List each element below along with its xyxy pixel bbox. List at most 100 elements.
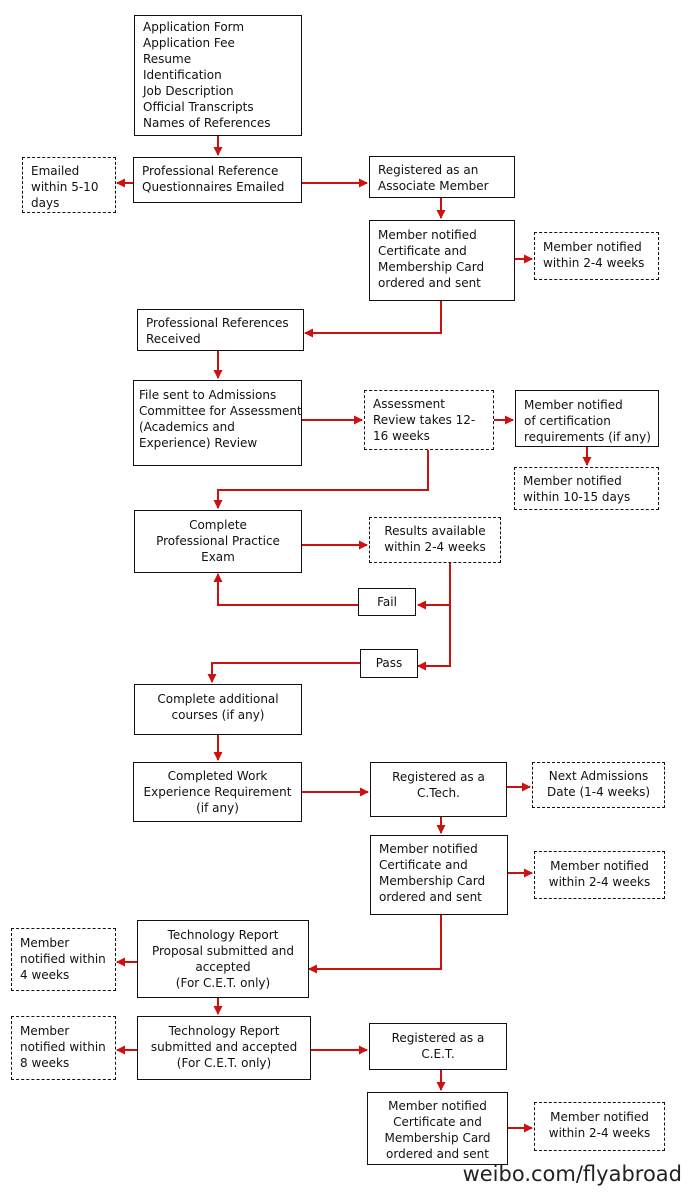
box-line: within 5-10 <box>31 180 99 194</box>
box-line: Technology Report <box>167 928 279 942</box>
box-line: accepted <box>195 960 251 974</box>
box-line: ordered and sent <box>378 276 481 290</box>
box-line: ordered and sent <box>386 1147 489 1161</box>
member-notified-certificate-box-1: Member notified Certificate and Membersh… <box>369 220 515 301</box>
box-line: Exam <box>201 550 235 564</box>
professional-references-received-box: Professional References Received <box>137 309 304 351</box>
box-line: Questionnaires Emailed <box>142 180 285 194</box>
box-line: Member notified <box>388 1099 487 1113</box>
box-line: Job Description <box>143 84 234 98</box>
box-line: Certificate and <box>378 244 467 258</box>
box-line: Next Admissions <box>548 769 649 783</box>
box-line: submitted and accepted <box>150 1040 298 1054</box>
box-line: Certificate and <box>379 858 468 872</box>
box-line: Committee for Assessment <box>139 404 302 418</box>
member-notified-2-4-weeks-box-1: Member notified within 2-4 weeks <box>534 232 659 280</box>
box-line: 8 weeks <box>20 1056 70 1070</box>
box-line: Certificate and <box>393 1115 482 1129</box>
application-requirements-box: Application Form Application Fee Resume … <box>134 15 302 136</box>
box-line: notified within <box>20 952 106 966</box>
box-line: Names of References <box>143 116 271 130</box>
member-notified-within-8-weeks-box: Member notified within 8 weeks <box>11 1016 116 1080</box>
reference-questionnaires-emailed-box: Professional Reference Questionnaires Em… <box>133 157 302 203</box>
member-notified-certification-requirements-box: Member notified of certification require… <box>515 390 659 447</box>
box-line: Member <box>20 936 70 950</box>
box-line: Fail <box>377 595 397 609</box>
arrow-results-to-pass <box>417 605 451 671</box>
box-line: Date (1-4 weeks) <box>546 785 651 799</box>
results-available-box: Results available within 2-4 weeks <box>369 517 501 563</box>
box-line: Emailed <box>31 164 80 178</box>
technology-report-proposal-box: Technology Report Proposal submitted and… <box>137 920 309 998</box>
box-line: within 2-4 weeks <box>548 1126 651 1140</box>
box-line: Registered as a <box>392 770 485 784</box>
completed-work-experience-box: Completed Work Experience Requirement (i… <box>133 762 302 822</box>
box-line: File sent to Admissions <box>139 388 277 402</box>
box-line: within 2-4 weeks <box>384 540 486 554</box>
box-line: 16 weeks <box>373 429 430 443</box>
box-line: Associate Member <box>378 179 489 193</box>
box-line: Application Form <box>143 20 245 34</box>
box-line: Professional Reference <box>142 164 279 178</box>
box-line: Official Transcripts <box>143 100 254 114</box>
associate-member-box: Registered as an Associate Member <box>369 156 515 198</box>
emailed-within-5-10-days-box: Emailed within 5-10 days <box>22 157 116 213</box>
box-line: days <box>31 196 60 210</box>
box-line: Member notified <box>550 859 649 873</box>
box-line: (For C.E.T. only) <box>176 1056 272 1070</box>
box-line: Completed Work <box>167 769 268 783</box>
arrow-notified2-to-proposal <box>308 915 442 974</box>
pass-box: Pass <box>360 649 418 678</box>
box-line: courses (if any) <box>171 708 265 722</box>
box-line: Assessment <box>373 397 445 411</box>
box-line: Review takes 12- <box>373 413 476 427</box>
box-line: Member notified <box>550 1110 649 1124</box>
box-line: Member notified <box>524 398 623 412</box>
professional-practice-exam-box: Complete Professional Practice Exam <box>134 510 302 573</box>
box-line: (For C.E.T. only) <box>175 976 271 990</box>
box-line: (if any) <box>196 801 239 815</box>
box-line: Resume <box>143 52 192 66</box>
box-line: Pass <box>375 656 403 670</box>
box-line: Member notified <box>378 228 477 242</box>
fail-box: Fail <box>358 588 416 616</box>
member-notified-2-4-weeks-box-3: Member notified within 2-4 weeks <box>534 1102 665 1151</box>
box-line: Application Fee <box>143 36 235 50</box>
box-line: Received <box>146 332 201 346</box>
box-line: Registered as a <box>391 1031 485 1045</box>
box-line: requirements (if any) <box>524 430 651 444</box>
complete-additional-courses-box: Complete additional courses (if any) <box>134 684 302 735</box>
assessment-review-box: Assessment Review takes 12- 16 weeks <box>364 390 494 450</box>
arrow-results-to-fail <box>417 563 451 610</box>
file-sent-to-admissions-box: File sent to Admissions Committee for As… <box>133 380 302 466</box>
box-line: within 2-4 weeks <box>548 875 651 889</box>
box-line: (Academics and <box>139 420 235 434</box>
box-line: notified within <box>20 1040 106 1054</box>
box-line: Member notified <box>523 474 622 488</box>
member-notified-10-15-days-box: Member notified within 10-15 days <box>514 467 659 510</box>
box-line: within 2-4 weeks <box>543 256 645 270</box>
member-notified-certificate-box-2: Member notified Certificate and Membersh… <box>370 835 508 915</box>
weibo-watermark: weibo.com/flyabroad <box>462 1162 682 1186</box>
member-notified-within-4-weeks-box: Member notified within 4 weeks <box>11 928 116 991</box>
box-line: Proposal submitted and <box>151 944 295 958</box>
registered-ctech-box: Registered as a C.Tech. <box>370 762 507 817</box>
box-line: Complete <box>189 518 247 532</box>
box-line: Member <box>20 1024 70 1038</box>
box-line: C.Tech. <box>417 786 460 800</box>
arrow-assessment-to-ppe <box>213 450 429 509</box>
box-line: Results available <box>384 524 486 538</box>
box-line: Complete additional <box>157 692 279 706</box>
box-line: 4 weeks <box>20 968 70 982</box>
box-line: Identification <box>143 68 222 82</box>
box-line: Technology Report <box>168 1024 280 1038</box>
box-line: Member notified <box>379 842 478 856</box>
box-line: Member notified <box>543 240 642 254</box>
arrow-pass-to-courses <box>207 662 360 683</box>
member-notified-2-4-weeks-box-2: Member notified within 2-4 weeks <box>534 851 665 899</box>
box-line: Experience Requirement <box>143 785 292 799</box>
box-line: ordered and sent <box>379 890 482 904</box>
box-line: Professional References <box>146 316 289 330</box>
box-line: C.E.T. <box>421 1047 455 1061</box>
